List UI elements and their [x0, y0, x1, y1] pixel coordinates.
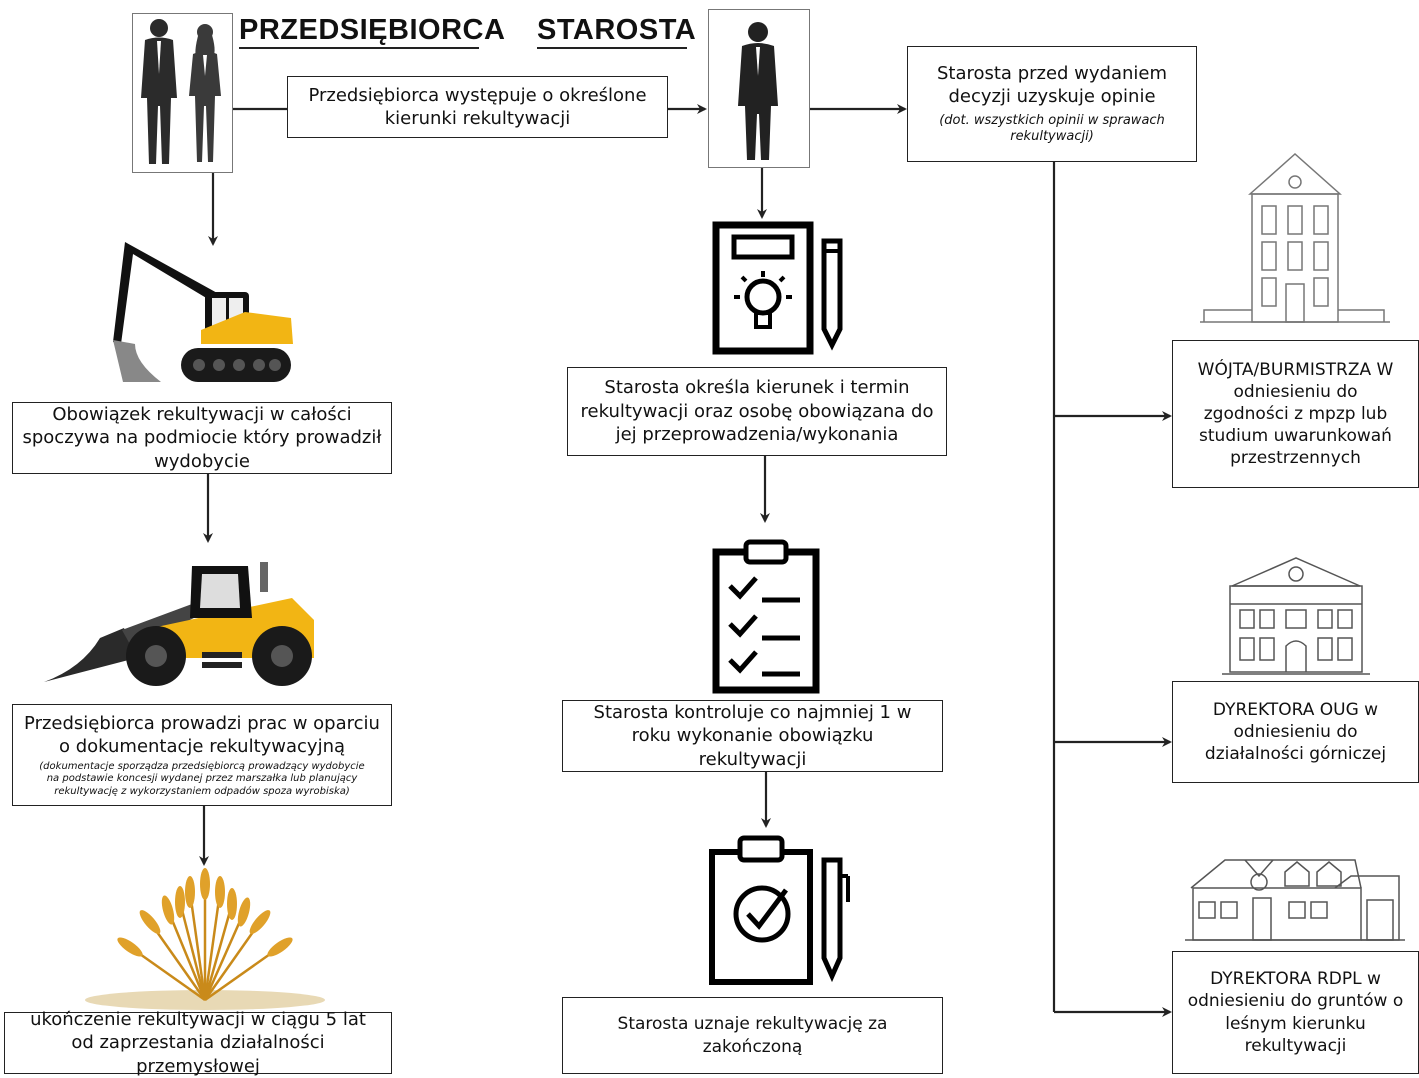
documentation-main-text: Przedsiębiorca prowadzi prac w oparciu o… — [24, 712, 380, 758]
entrepreneurs-image — [132, 13, 233, 173]
direction-term-box: Starosta określa kierunek i termin rekul… — [567, 367, 947, 456]
approval-clipboard-icon — [708, 832, 854, 986]
rdpl-opinion-text: DYREKTORA RDPL w odniesieniu do gruntów … — [1187, 969, 1404, 1056]
completion-acceptance-box: Starosta uznaje rekultywację za zakończo… — [562, 997, 943, 1074]
obligation-box: Obowiązek rekultywacji w całości spoczyw… — [12, 402, 392, 474]
checklist-icon — [712, 538, 822, 694]
documentation-note-text: (dokumentacje sporządza przedsiębiorcą p… — [39, 760, 365, 797]
plan-idea-icon — [712, 221, 852, 357]
forestry-house-image — [1185, 852, 1405, 944]
wheel-loader-image — [42, 558, 322, 688]
request-directions-text: Przedsiębiorca występuje o określone kie… — [308, 84, 647, 129]
rdpl-opinion-box: DYREKTORA RDPL w odniesieniu do gruntów … — [1172, 951, 1419, 1074]
excavator-image — [95, 232, 300, 387]
inspection-box: Starosta kontroluje co najmniej 1 w roku… — [562, 700, 943, 772]
wojt-opinion-box: WÓJTA/BURMISTRZA W odniesieniu do zgodno… — [1172, 340, 1419, 488]
request-directions-box: Przedsiębiorca występuje o określone kie… — [287, 76, 668, 138]
wojt-opinion-text: WÓJTA/BURMISTRZA W odniesieniu do zgodno… — [1197, 359, 1394, 469]
inspection-text: Starosta kontroluje co najmniej 1 w roku… — [593, 701, 912, 770]
completion-acceptance-text: Starosta uznaje rekultywację za zakończo… — [617, 1014, 888, 1057]
oug-opinion-box: DYREKTORA OUG w odniesieniu do działalno… — [1172, 681, 1419, 783]
oug-opinion-text: DYREKTORA OUG w odniesieniu do działalno… — [1204, 699, 1387, 765]
opinions-note-text: (dot. wszystkich opinii w sprawach rekul… — [939, 112, 1165, 145]
palace-building-image — [1222, 546, 1370, 678]
documentation-box: Przedsiębiorca prowadzi prac w oparciu o… — [12, 704, 392, 806]
completion-deadline-box: ukończenie rekultywacji w ciągu 5 lat od… — [4, 1009, 392, 1077]
wheat-image — [40, 862, 370, 1012]
town-hall-building-image — [1200, 150, 1390, 328]
obligation-text: Obowiązek rekultywacji w całości spoczyw… — [22, 403, 382, 472]
opinions-main-text: Starosta przed wydaniem decyzji uzyskuje… — [936, 62, 1168, 108]
direction-term-text: Starosta określa kierunek i termin rekul… — [580, 377, 934, 446]
completion-deadline-text: ukończenie rekultywacji w ciągu 5 lat od… — [30, 1008, 366, 1077]
heading-entrepreneur: PRZEDSIĘBIORCA — [239, 14, 505, 49]
starosta-image — [708, 9, 810, 168]
opinions-box: Starosta przed wydaniem decyzji uzyskuje… — [907, 46, 1197, 162]
heading-starosta: STAROSTA — [537, 14, 696, 49]
